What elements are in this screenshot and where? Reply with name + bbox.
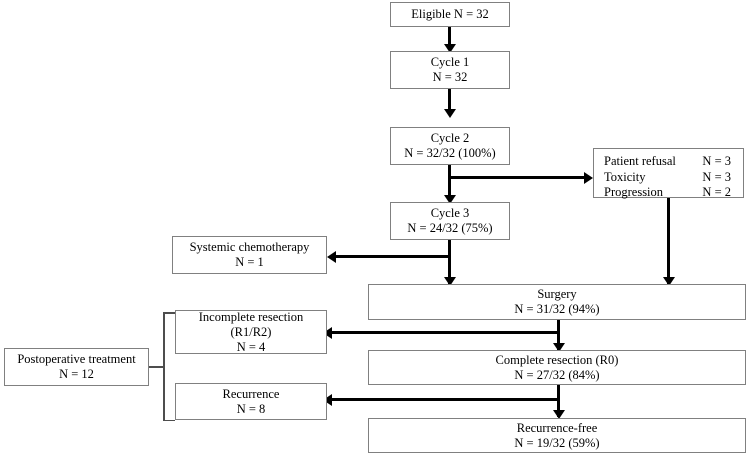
arrowhead-surgery-right <box>662 277 675 286</box>
brace-top-arm <box>163 312 175 314</box>
node-incomplete-line-2: (R1/R2) <box>230 324 272 339</box>
connector-surgery-to-incomplete <box>332 331 557 334</box>
node-postop-line-1: Postoperative treatment <box>17 352 136 366</box>
connector-complete-trunk <box>557 385 560 417</box>
node-cycle-2-line-2: N = 32/32 (100%) <box>404 146 496 160</box>
dropout-value-progression: N = 2 <box>702 185 731 199</box>
node-cycle-3-line-1: Cycle 3 <box>430 206 470 220</box>
node-complete-line-1: Complete resection (R0) <box>495 352 619 367</box>
node-recurrence-line-1: Recurrence <box>222 386 280 401</box>
node-recurrence-free-line-1: Recurrence-free <box>516 420 598 435</box>
dropout-label-toxicity: Toxicity <box>604 169 646 184</box>
node-systemic-line-1: Systemic chemotherapy <box>189 240 310 254</box>
node-surgery[interactable]: Surgery N = 31/32 (94%) <box>368 284 746 320</box>
node-complete-resection[interactable]: Complete resection (R0) N = 27/32 (84%) <box>368 350 746 385</box>
arrowhead-surgery-center <box>443 277 456 286</box>
node-recurrence-line-2: N = 8 <box>236 401 266 416</box>
arrowhead-cycle3 <box>443 195 456 204</box>
node-cycle-2[interactable]: Cycle 2 N = 32/32 (100%) <box>390 127 510 165</box>
node-incomplete-resection[interactable]: Incomplete resection (R1/R2) N = 4 <box>175 310 327 354</box>
node-cycle-1-line-1: Cycle 1 <box>430 55 470 69</box>
node-cycle-3[interactable]: Cycle 3 N = 24/32 (75%) <box>390 202 510 240</box>
arrowhead-dropouts <box>584 171 593 184</box>
dropout-label-progression: Progression <box>604 185 664 199</box>
node-incomplete-line-3: N = 4 <box>236 339 266 354</box>
node-recurrence-free[interactable]: Recurrence-free N = 19/32 (59%) <box>368 418 746 453</box>
node-complete-line-2: N = 27/32 (84%) <box>514 367 600 382</box>
connector-complete-to-recurrence <box>332 398 557 401</box>
node-postoperative-treatment[interactable]: Postoperative treatment N = 12 <box>4 348 149 386</box>
node-dropouts[interactable]: Patient refusal N = 3 Toxicity N = 3 Pro… <box>593 148 744 201</box>
node-recurrence[interactable]: Recurrence N = 8 <box>175 383 327 420</box>
node-cycle-1-line-2: N = 32 <box>432 70 468 84</box>
arrowhead-cycle2 <box>443 109 456 118</box>
node-cycle-1[interactable]: Cycle 1 N = 32 <box>390 51 510 89</box>
connector-cycle1-to-cycle2 <box>448 89 451 113</box>
arrowhead-recurrence <box>323 393 332 406</box>
dropout-row-toxicity: Toxicity N = 3 <box>604 170 731 186</box>
node-eligible[interactable]: Eligible N = 32 <box>390 2 510 27</box>
node-systemic-chemotherapy[interactable]: Systemic chemotherapy N = 1 <box>172 236 327 274</box>
node-eligible-line-1: Eligible N = 32 <box>411 7 489 21</box>
arrowhead-complete <box>552 343 565 352</box>
dropout-label-patient-refusal: Patient refusal <box>604 154 676 168</box>
node-surgery-line-2: N = 31/32 (94%) <box>514 302 600 316</box>
connector-eligible-to-cycle1 <box>448 27 451 48</box>
connector-dropouts-to-surgery <box>667 196 670 284</box>
arrowhead-recfree <box>552 410 565 419</box>
dropout-value-toxicity: N = 3 <box>702 169 731 184</box>
connector-cycle2-to-dropouts <box>448 176 585 179</box>
dropout-row-progression: Progression N = 2 <box>604 185 731 201</box>
brace-bottom-arm <box>163 419 175 421</box>
connector-cycle3-trunk <box>448 230 451 284</box>
brace-middle-stem <box>148 366 164 368</box>
connector-cycle2-trunk <box>448 165 451 199</box>
node-systemic-line-2: N = 1 <box>235 255 264 269</box>
arrowhead-cycle1 <box>443 44 456 53</box>
node-surgery-line-1: Surgery <box>537 287 577 301</box>
arrowhead-systemic <box>327 250 336 263</box>
dropout-value-patient-refusal: N = 3 <box>702 154 731 168</box>
connector-surgery-trunk <box>557 320 560 350</box>
node-postop-line-2: N = 12 <box>59 367 94 381</box>
dropout-row-patient-refusal: Patient refusal N = 3 <box>604 154 731 170</box>
arrowhead-incomplete <box>323 326 332 339</box>
node-cycle-2-line-1: Cycle 2 <box>430 131 470 145</box>
connector-cycle3-to-systemic <box>336 255 448 258</box>
node-cycle-3-line-2: N = 24/32 (75%) <box>407 221 493 235</box>
node-incomplete-line-1: Incomplete resection <box>198 309 304 324</box>
node-recurrence-free-line-2: N = 19/32 (59%) <box>514 435 600 450</box>
